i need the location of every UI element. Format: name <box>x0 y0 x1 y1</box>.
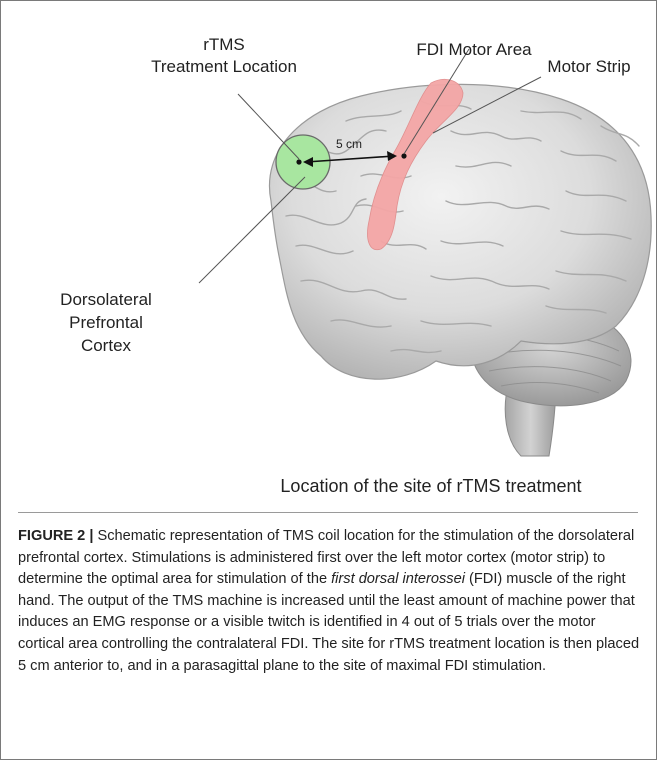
caption-text-italic: first dorsal interossei <box>331 571 465 587</box>
figure-caption: FIGURE 2 | Schematic representation of T… <box>18 526 640 677</box>
rtms-label-line2: Treatment Location <box>119 56 329 77</box>
figure-number: FIGURE 2 | <box>18 528 93 544</box>
rtms-label-line1: rTMS <box>149 34 299 55</box>
brain-illustration <box>1 1 656 509</box>
caption-divider <box>18 512 638 513</box>
panel-title: Location of the site of rTMS treatment <box>221 476 641 497</box>
fdi-label: FDI Motor Area <box>399 39 549 60</box>
distance-label: 5 cm <box>329 134 369 155</box>
dlpfc-label-line1: Dorsolateral <box>41 289 171 310</box>
cerebrum <box>269 84 651 379</box>
motor-strip-label: Motor Strip <box>529 56 649 77</box>
figure-panel: rTMS Treatment Location FDI Motor Area M… <box>1 1 656 509</box>
fdi-point <box>401 153 406 158</box>
dlpfc-label-line3: Cortex <box>41 335 171 356</box>
dlpfc-label-line2: Prefrontal <box>41 312 171 333</box>
